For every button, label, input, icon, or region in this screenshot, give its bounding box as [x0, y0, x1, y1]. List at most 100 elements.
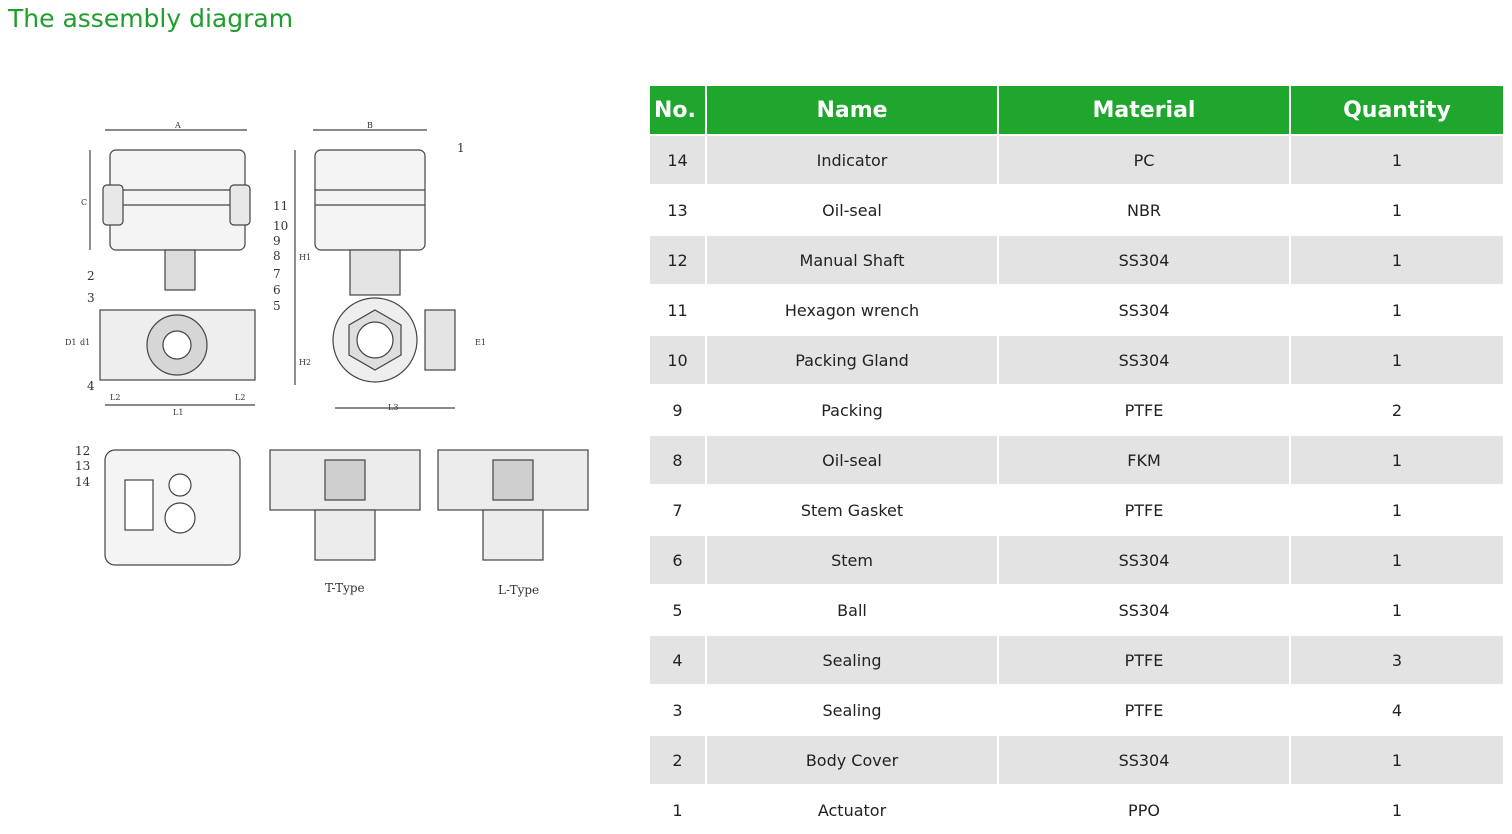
cell-qty: 1 [1289, 184, 1503, 235]
cell-no: 14 [650, 134, 706, 185]
cell-qty: 3 [1289, 634, 1503, 685]
cell-material: PTFE [997, 634, 1290, 685]
dim-d1-upper-label: D1 [65, 338, 77, 347]
page-title: The assembly diagram [8, 4, 294, 33]
callout-14: 14 [75, 475, 91, 489]
callout-8: 8 [273, 249, 281, 263]
cell-qty: 1 [1289, 434, 1503, 485]
header-quantity: Quantity [1289, 86, 1503, 135]
cell-no: 9 [650, 384, 706, 435]
cell-name: Ball [705, 584, 998, 635]
cell-qty: 1 [1289, 584, 1503, 635]
cell-qty: 2 [1289, 384, 1503, 435]
cell-name: Oil-seal [705, 184, 998, 235]
cell-name: Stem Gasket [705, 484, 998, 535]
cell-no: 10 [650, 334, 706, 385]
cell-no: 1 [650, 784, 706, 834]
cell-material: PTFE [997, 684, 1290, 735]
cell-no: 2 [650, 734, 706, 785]
header-material: Material [997, 86, 1290, 135]
dim-d1-lower-label: d1 [80, 338, 90, 347]
cell-material: PTFE [997, 484, 1290, 535]
dim-l2-right-label: L2 [235, 393, 245, 402]
callout-6: 6 [273, 283, 281, 297]
cell-material: PTFE [997, 384, 1290, 435]
callout-7: 7 [273, 267, 281, 281]
dim-h1-label: H1 [299, 253, 311, 262]
cell-name: Sealing [705, 684, 998, 735]
cell-material: SS304 [997, 584, 1290, 635]
cell-qty: 1 [1289, 234, 1503, 285]
cell-material: SS304 [997, 234, 1290, 285]
callout-1: 1 [457, 141, 465, 155]
callout-9: 9 [273, 234, 281, 248]
cell-material: FKM [997, 434, 1290, 485]
cell-no: 6 [650, 534, 706, 585]
assembly-drawing: A B C H1 H2 D1 d1 E1 L1 L2 L2 L3 1 2 3 4… [65, 121, 589, 597]
cell-qty: 1 [1289, 484, 1503, 535]
cell-name: Indicator [705, 134, 998, 185]
dim-a-label: A [174, 121, 181, 130]
dim-e1-label: E1 [475, 338, 486, 347]
cell-material: NBR [997, 184, 1290, 235]
cell-qty: 1 [1289, 134, 1503, 185]
cell-qty: 1 [1289, 734, 1503, 785]
cell-name: Packing [705, 384, 998, 435]
table-header-row: No. Name Material Quantity [650, 86, 1503, 135]
cell-no: 8 [650, 434, 706, 485]
cell-name: Stem [705, 534, 998, 585]
t-type-label: T-Type [325, 581, 365, 595]
cell-material: SS304 [997, 284, 1290, 335]
cell-name: Hexagon wrench [705, 284, 998, 335]
cell-material: PC [997, 134, 1290, 185]
cell-qty: 4 [1289, 684, 1503, 735]
dim-b-label: B [367, 121, 373, 130]
callout-13: 13 [75, 459, 90, 473]
cell-qty: 1 [1289, 284, 1503, 335]
callout-2: 2 [87, 269, 95, 283]
cell-qty: 1 [1289, 334, 1503, 385]
cell-name: Body Cover [705, 734, 998, 785]
cell-no: 11 [650, 284, 706, 335]
cell-name: Oil-seal [705, 434, 998, 485]
callout-12: 12 [75, 444, 90, 458]
dim-c-label: C [81, 198, 87, 207]
cell-no: 4 [650, 634, 706, 685]
dim-h2-label: H2 [299, 358, 311, 367]
cell-material: PPO [997, 784, 1290, 834]
callout-11: 11 [273, 199, 288, 213]
cell-no: 3 [650, 684, 706, 735]
cell-no: 5 [650, 584, 706, 635]
dim-l3-label: L3 [388, 403, 398, 412]
cell-name: Sealing [705, 634, 998, 685]
callout-10: 10 [273, 219, 288, 233]
callout-4: 4 [87, 379, 95, 393]
cell-material: SS304 [997, 534, 1290, 585]
cell-name: Packing Gland [705, 334, 998, 385]
header-no: No. [650, 86, 706, 135]
cell-name: Manual Shaft [705, 234, 998, 285]
cell-no: 12 [650, 234, 706, 285]
l-type-label: L-Type [498, 583, 539, 597]
dim-l1-label: L1 [173, 408, 183, 417]
cell-no: 7 [650, 484, 706, 535]
cell-material: SS304 [997, 734, 1290, 785]
callout-5: 5 [273, 299, 281, 313]
cell-qty: 1 [1289, 534, 1503, 585]
callout-3: 3 [87, 291, 95, 305]
dim-l2-left-label: L2 [110, 393, 120, 402]
